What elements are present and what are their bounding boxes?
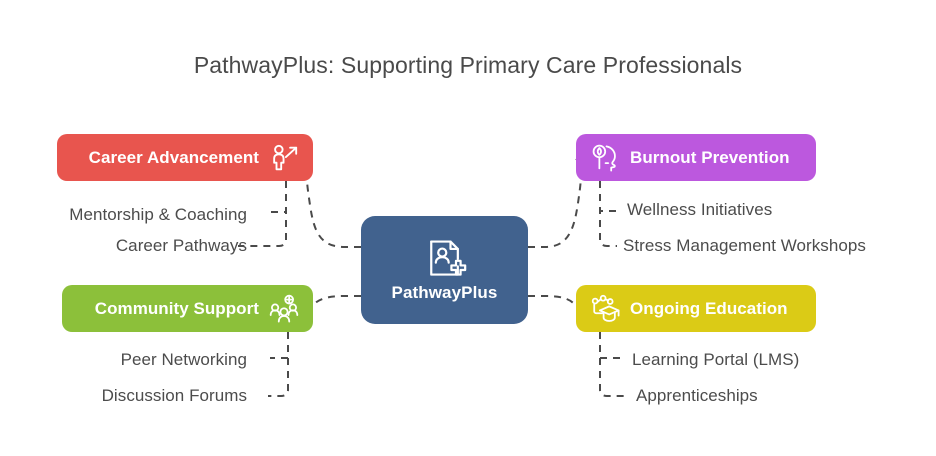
connector-burnout-stress — [599, 181, 617, 247]
connector-center-career — [305, 156, 361, 248]
branch-community-support[interactable]: Community Support — [62, 285, 313, 332]
branch-label-community: Community Support — [94, 298, 259, 318]
branch-label-burnout: Burnout Prevention — [630, 147, 790, 167]
connector-burnout-wellness — [599, 181, 620, 212]
leaf-learning-portal-lms: Learning Portal (LMS) — [632, 350, 800, 369]
leaf-peer-networking: Peer Networking — [120, 350, 247, 369]
leaf-discussion-forums: Discussion Forums — [101, 386, 247, 405]
leaf-apprenticeships: Apprenticeships — [636, 386, 758, 405]
connector-center-burnout — [528, 156, 582, 248]
graduation-cap-network-icon — [591, 294, 620, 322]
page-title: PathwayPlus: Supporting Primary Care Pro… — [193, 52, 743, 78]
connector-center-education — [528, 295, 577, 307]
document-person-plus-icon — [429, 240, 466, 276]
branch-ongoing-education[interactable]: Ongoing Education — [576, 285, 816, 332]
center-node-label: PathwayPlus — [391, 283, 498, 302]
head-leaf-wellness-icon — [592, 144, 616, 172]
center-node-pathwayplus[interactable]: PathwayPlus — [361, 216, 528, 324]
people-group-add-icon — [269, 294, 299, 323]
connector-education-lms — [599, 332, 625, 359]
branch-label-career: Career Advancement — [88, 147, 259, 167]
person-arrow-up-icon — [273, 144, 298, 170]
connector-career-mentorship — [265, 181, 287, 213]
leaf-mentorship-coaching: Mentorship & Coaching — [69, 205, 247, 224]
leaf-career-pathways: Career Pathways — [115, 236, 247, 255]
branch-label-education: Ongoing Education — [630, 298, 788, 318]
leaf-stress-management-workshops: Stress Management Workshops — [623, 236, 866, 255]
connector-education-apprenticeships — [599, 332, 628, 397]
branch-career-advancement[interactable]: Career Advancement — [57, 134, 313, 181]
connector-center-community — [312, 295, 361, 306]
connector-community-peer — [270, 332, 289, 359]
leaf-wellness-initiatives: Wellness Initiatives — [627, 200, 773, 219]
connector-community-forums — [268, 332, 289, 397]
branch-burnout-prevention[interactable]: Burnout Prevention — [576, 134, 816, 181]
